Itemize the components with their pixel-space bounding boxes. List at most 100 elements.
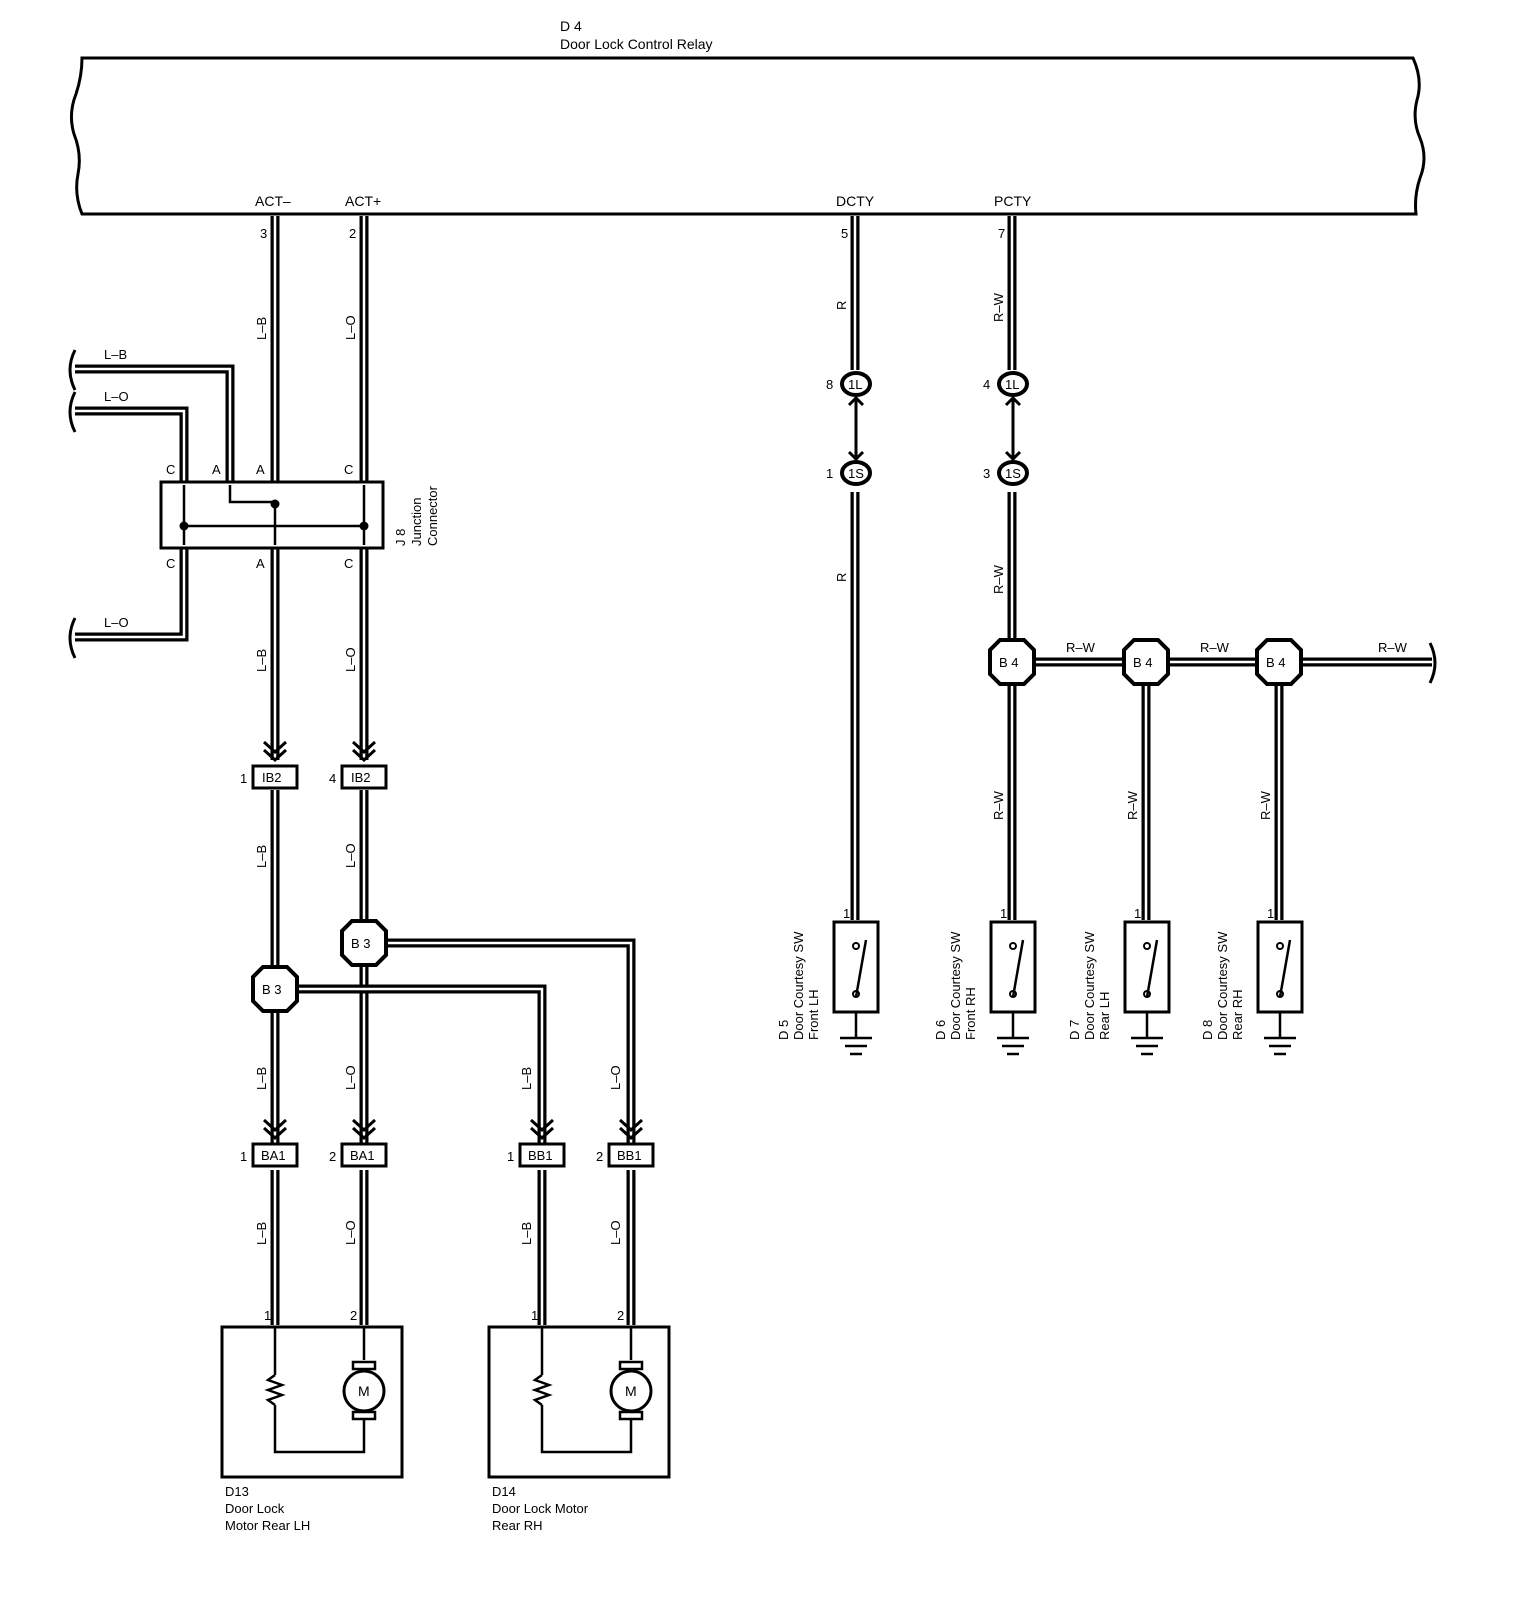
svg-text:BA1: BA1 [261,1148,286,1163]
label-lb-1: L–B [254,317,269,340]
terminal-act-minus: ACT– [255,193,291,209]
label-lb-3: L–B [254,845,269,868]
svg-text:1S: 1S [848,466,864,481]
svg-text:R: R [834,573,849,582]
motor-symbol-d14: M [625,1383,637,1399]
svg-text:3: 3 [983,466,990,481]
door-courtesy-switch-d5: 1 D 5 Door Courtesy SW Front LH [776,906,880,1056]
j8-name-2: Connector [425,485,440,546]
label-lo-6: L–O [343,1220,358,1245]
wire-harness-in: L–B L–O L–O [68,347,235,659]
svg-text:B 3: B 3 [351,936,371,951]
svg-text:1: 1 [843,906,850,921]
d13-id: D13 [225,1484,249,1499]
svg-text:Door Courtesy SW: Door Courtesy SW [791,931,806,1040]
j8-pin-c-top-left: C [166,462,175,477]
svg-text:Door Courtesy SW: Door Courtesy SW [948,931,963,1040]
j8-pin-a-top-2: A [256,462,265,477]
door-lock-motor-d13: M 1 2 D13 Door Lock Motor Rear LH [220,1308,404,1533]
terminal-act-plus: ACT+ [345,193,381,209]
wire-label-lb-in: L–B [104,347,127,362]
svg-text:B 4: B 4 [1133,655,1153,670]
d13-pin-2: 2 [350,1308,357,1323]
svg-text:R–W: R–W [1125,790,1140,820]
label-lb-6: L–B [254,1222,269,1245]
svg-text:R: R [834,301,849,310]
svg-text:2: 2 [596,1149,603,1164]
label-lb-7: L–B [519,1222,534,1245]
splice-b4-2: B 4 [1122,638,1170,686]
svg-text:1: 1 [240,771,247,786]
svg-text:R–W: R–W [1258,790,1273,820]
svg-text:Rear RH: Rear RH [1230,989,1245,1040]
d14-pin-1: 1 [531,1308,538,1323]
d14-line2: Rear RH [492,1518,543,1533]
door-courtesy-switch-d7: 1 D 7 Door Courtesy SW Rear LH [1067,906,1171,1056]
svg-text:1: 1 [240,1149,247,1164]
label-lb-5: L–B [519,1067,534,1090]
relay-id: D 4 [560,18,582,34]
connector-ba1-1: BA1 1 [240,1142,299,1168]
chevrons-ib2 [262,740,377,763]
svg-text:Door Courtesy SW: Door Courtesy SW [1082,931,1097,1040]
svg-text:BB1: BB1 [528,1148,553,1163]
j8-name-1: Junction [409,498,424,546]
svg-text:1: 1 [507,1149,514,1164]
wire-labels-right: R R–W R R–W R–W R–W R–W R–W R–W R–W [834,292,1408,820]
wire-label-lo-in1: L–O [104,389,129,404]
svg-text:D 8: D 8 [1200,1020,1215,1040]
svg-text:Rear LH: Rear LH [1097,992,1112,1040]
svg-text:1: 1 [1000,906,1007,921]
j8-id: J 8 [393,529,408,546]
svg-text:1L: 1L [848,377,862,392]
door-courtesy-switch-d8: 1 D 8 Door Courtesy SW Rear RH [1200,906,1304,1056]
label-lo-2: L–O [343,647,358,672]
splice-b3-act-minus: B 3 [251,965,299,1013]
wire-labels-left: L–B L–O L–B L–O L–B L–O L–B L–O L–B L–O … [254,315,623,1245]
connector-ib2-4: IB2 4 [329,764,388,790]
svg-text:BA1: BA1 [350,1148,375,1163]
svg-text:B 4: B 4 [1266,655,1286,670]
svg-text:1: 1 [1267,906,1274,921]
svg-text:R–W: R–W [991,790,1006,820]
wire-pcty [1007,216,1437,920]
d14-pin-2: 2 [617,1308,624,1323]
d13-line1: Door Lock [225,1501,285,1516]
relay-name: Door Lock Control Relay [560,36,713,52]
svg-text:Front RH: Front RH [963,987,978,1040]
connector-ba1-2: BA1 2 [329,1142,388,1168]
svg-text:D 6: D 6 [933,1020,948,1040]
label-lo-7: L–O [608,1220,623,1245]
svg-text:B 3: B 3 [262,982,282,997]
junction-connector-j8: C A A C C A C J 8 Junction Connector [159,462,440,571]
svg-text:R–W: R–W [1066,640,1096,655]
label-lb-2: L–B [254,649,269,672]
splice-b3-act-plus: B 3 [340,919,388,967]
chevrons-ba1-bb1 [262,1118,644,1141]
label-lo-3: L–O [343,843,358,868]
pin-pcty: 7 [998,226,1005,241]
svg-text:R–W: R–W [991,292,1006,322]
svg-text:8: 8 [826,377,833,392]
svg-text:Door Courtesy SW: Door Courtesy SW [1215,931,1230,1040]
splice-b4-1: B 4 [988,638,1036,686]
svg-text:4: 4 [329,771,336,786]
terminal-pcty: PCTY [994,193,1032,209]
d14-id: D14 [492,1484,516,1499]
label-lo-1: L–O [343,315,358,340]
label-lb-4: L–B [254,1067,269,1090]
svg-text:IB2: IB2 [262,770,282,785]
wire-branch-b3 [275,938,636,1325]
svg-text:BB1: BB1 [617,1148,642,1163]
j8-pin-c-top-right: C [344,462,353,477]
svg-text:B 4: B 4 [999,655,1019,670]
connector-ib2-1: IB2 1 [240,764,299,790]
pin-act-plus: 2 [349,226,356,241]
connector-bb1-1: BB1 1 [507,1142,566,1168]
j8-pin-a-top-1: A [212,462,221,477]
svg-text:D 7: D 7 [1067,1020,1082,1040]
terminal-dcty: DCTY [836,193,875,209]
svg-text:IB2: IB2 [351,770,371,785]
door-lock-motor-d14: M 1 2 D14 Door Lock Motor Rear RH [487,1308,671,1533]
